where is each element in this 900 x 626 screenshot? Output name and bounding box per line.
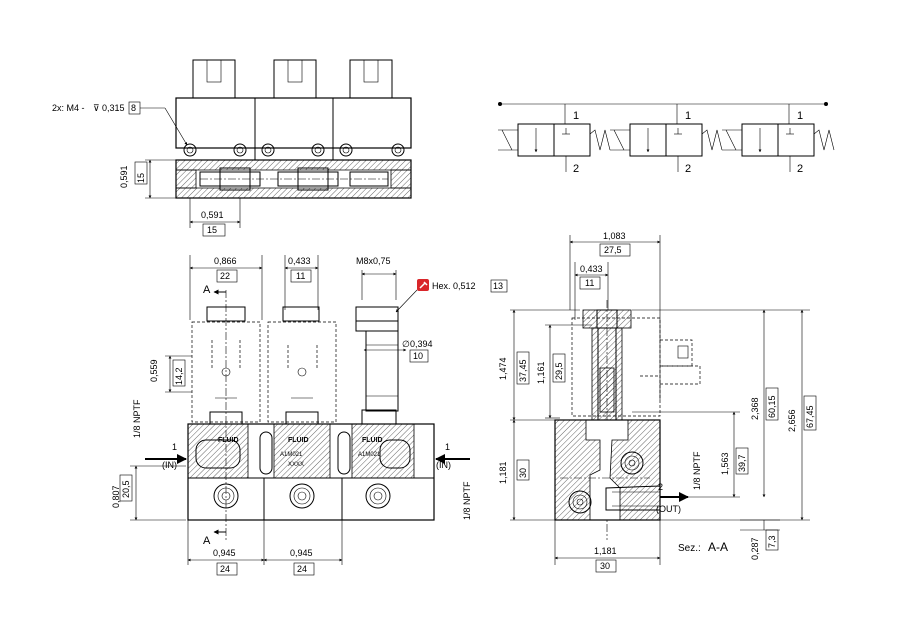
diameter-icon: ∅ xyxy=(402,339,410,349)
dim-sec-h5-mm: 67,45 xyxy=(805,405,815,428)
dim-top-h: 0,591 xyxy=(119,165,129,188)
port-2-label: 2 xyxy=(573,163,579,175)
in-label: (IN) xyxy=(162,460,177,470)
dim-pitch-1: 0,945 xyxy=(213,548,236,558)
in-port-no: 1 xyxy=(172,442,177,452)
dim-top-w: 0,591 xyxy=(201,210,224,220)
dim-sec-h4-mm: 60,15 xyxy=(767,395,777,418)
section-title: Sez.: xyxy=(678,543,701,554)
in-label: (IN) xyxy=(436,460,451,470)
top-view: 0,591 15 0,591 15 2x: M4 - ⊽ 0,315 8 xyxy=(52,59,412,237)
depth-icon: ⊽ xyxy=(93,103,100,113)
dim-hex: Hex. 0,512 xyxy=(432,281,476,291)
front-view: 0,866 22 0,433 11 M8x0,75 Hex. 0,512 13 … xyxy=(111,255,508,576)
note-depth: 0,315 xyxy=(102,103,125,113)
valve-symbol-3: 1 2 xyxy=(722,104,835,175)
dim-sec-off-mm: 7,3 xyxy=(767,535,777,548)
dim-front-w1: 0,866 xyxy=(214,256,237,266)
dim-coil-h: 0,559 xyxy=(149,359,159,382)
code-mark: A1M021 xyxy=(358,452,381,458)
note-depth-mm: 8 xyxy=(131,103,136,113)
valve-symbol-1: 1 2 xyxy=(498,104,611,175)
dim-coil-h-mm: 14,2 xyxy=(174,367,184,385)
dim-top-h-mm: 15 xyxy=(136,173,146,183)
npt-section: 1/8 NPTF xyxy=(692,451,702,490)
dim-sec-w-mm: 27,5 xyxy=(604,245,622,255)
valve-symbol-2: 1 2 xyxy=(610,104,723,175)
dim-sec-w2-mm: 11 xyxy=(585,278,594,288)
code-mark-2: XXXX xyxy=(288,462,304,468)
section-view: 1,083 27,5 0,433 11 xyxy=(498,231,817,573)
dim-pitch-2: 0,945 xyxy=(290,548,313,558)
dim-sec-off: 0,287 xyxy=(750,537,760,560)
coil-pin-marks xyxy=(211,340,318,399)
dim-dia: 0,394 xyxy=(410,339,433,349)
dim-port-h: 0,807 xyxy=(111,485,121,508)
brand-mark: FLUID xyxy=(218,437,239,444)
code-mark: A1M021 xyxy=(280,452,303,458)
dim-front-w2: 0,433 xyxy=(288,256,311,266)
dim-sec-h5: 2,656 xyxy=(787,409,797,432)
dim-sec-h2-mm: 29,5 xyxy=(554,362,564,380)
brand-mark: FLUID xyxy=(288,437,309,444)
top-connectors xyxy=(192,59,393,101)
section-name: A-A xyxy=(708,540,728,554)
dim-sec-h1: 1,474 xyxy=(498,357,508,380)
port-2-label: 2 xyxy=(685,163,691,175)
in-port-no: 1 xyxy=(445,442,450,452)
port-1-label: 1 xyxy=(685,110,691,122)
out-label: (OUT) xyxy=(656,504,681,514)
dim-sec-base: 1,181 xyxy=(498,461,508,484)
dim-dia-mm: 10 xyxy=(413,351,423,361)
dim-hex-mm: 13 xyxy=(493,281,503,291)
section-mark-top: A xyxy=(203,284,211,296)
npt-right: 1/8 NPTF xyxy=(462,481,472,520)
npt-left: 1/8 NPTF xyxy=(132,399,142,438)
port-1-label: 1 xyxy=(797,110,803,122)
dim-front-w2-mm: 11 xyxy=(296,271,305,281)
dim-sec-w2: 0,433 xyxy=(580,264,603,274)
dim-front-w1-mm: 22 xyxy=(220,271,230,281)
dim-pitch-2-mm: 24 xyxy=(297,564,307,574)
dim-sec-bw-mm: 30 xyxy=(600,561,610,571)
mounting-holes xyxy=(183,143,405,157)
schematic: 1 2 1 2 1 2 xyxy=(498,102,835,175)
dim-sec-base-mm: 30 xyxy=(518,468,528,478)
dim-pitch-1-mm: 24 xyxy=(220,564,230,574)
section-mark-bottom: A xyxy=(203,535,211,547)
dim-sec-h2: 1,161 xyxy=(536,361,546,384)
dim-sec-bw: 1,181 xyxy=(594,546,617,556)
dim-thread: M8x0,75 xyxy=(356,256,391,266)
brand-mark: FLUID xyxy=(362,437,383,444)
note-thread: 2x: M4 - xyxy=(52,103,85,113)
dim-top-w-mm: 15 xyxy=(207,225,217,235)
port-1-label: 1 xyxy=(573,110,579,122)
dim-port-h-mm: 20,5 xyxy=(121,480,131,498)
dim-sec-h1-mm: 37,45 xyxy=(518,359,528,382)
port-2-label: 2 xyxy=(797,163,803,175)
dim-sec-h3-mm: 39,7 xyxy=(737,454,747,472)
dim-sec-w: 1,083 xyxy=(603,231,626,241)
dim-sec-h3: 1,563 xyxy=(720,452,730,475)
dim-sec-h4: 2,368 xyxy=(750,397,760,420)
out-port-no: 2 xyxy=(658,482,663,492)
